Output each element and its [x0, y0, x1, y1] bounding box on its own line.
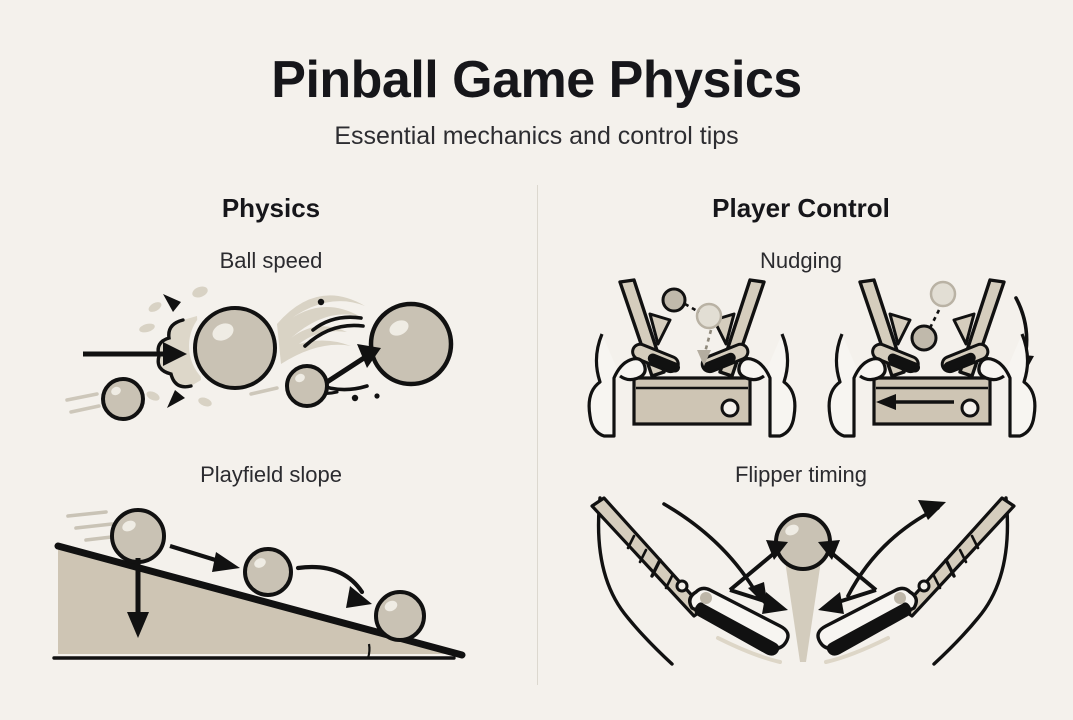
timing-arrow-right-icon	[818, 540, 878, 614]
diagonal-impact-arrow-icon	[325, 344, 381, 385]
nudge-arrow-icon	[876, 394, 954, 410]
section-label-playfield-slope: Playfield slope	[200, 462, 342, 487]
slope-ball-2	[243, 547, 293, 597]
small-ball-left	[65, 377, 145, 421]
flipper-right-b	[940, 342, 990, 374]
illustration-playfield-slope	[50, 498, 490, 678]
gravity-arrow-icon	[127, 558, 149, 638]
illustration-flipper-timing	[578, 492, 1028, 682]
impact-arrow-icon	[83, 342, 187, 366]
motion-arrow-2-icon	[295, 565, 372, 608]
flipper-right-a	[700, 342, 750, 374]
column-heading-player-control: Player Control	[712, 193, 890, 223]
column-divider	[537, 185, 538, 685]
page-title: Pinball Game Physics	[271, 51, 802, 109]
drain-funnel	[784, 554, 822, 662]
fast-large-ball	[363, 296, 459, 392]
nudge-panel-right	[827, 278, 1037, 438]
cabinet-walls	[596, 496, 1010, 666]
motion-arrow-1-icon	[169, 543, 240, 572]
section-label-flipper-timing: Flipper timing	[734, 462, 868, 487]
flipper-left	[688, 586, 790, 664]
timing-arrow-left-icon	[728, 540, 788, 614]
nudge-panel-left	[587, 278, 797, 438]
flipper-left-b	[871, 342, 921, 374]
section-label-ball-speed: Ball speed	[219, 248, 323, 273]
flipper-arc-right-icon	[846, 500, 946, 598]
section-label-nudging: Nudging	[760, 248, 842, 273]
illustration-nudging	[578, 272, 1037, 438]
slope-ball-1	[110, 508, 166, 564]
illustration-ball-speed	[55, 272, 495, 437]
fast-small-ball	[249, 364, 329, 408]
slope-ball-3	[374, 590, 426, 642]
large-ball	[189, 300, 281, 392]
column-heading-physics: Physics	[221, 193, 321, 223]
page-subtitle: Essential mechanics and control tips	[334, 122, 739, 150]
flipper-left-a	[631, 342, 681, 374]
flipper-right	[816, 586, 918, 664]
